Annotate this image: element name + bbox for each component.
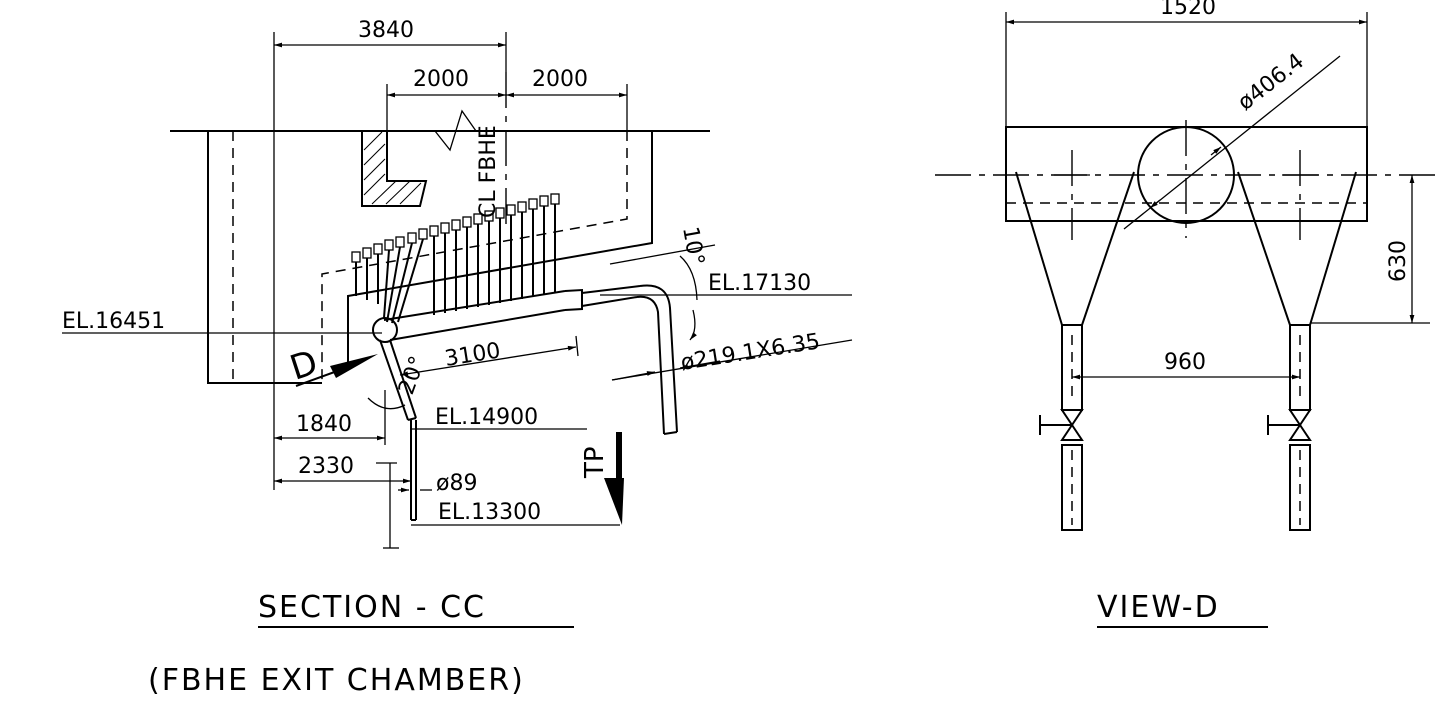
drain-pipe <box>379 339 417 521</box>
centerline-label: CL FBHE <box>476 125 501 218</box>
small-dia-label: ø89 <box>436 471 477 496</box>
tp-arrow <box>604 478 624 525</box>
dim-2000b: 2000 <box>532 67 588 92</box>
dia-406-label: ø406.4 <box>1233 49 1309 116</box>
angle-10-arc <box>679 255 698 301</box>
dim-1520: 1520 <box>1160 0 1216 20</box>
nozzle-array <box>351 193 560 324</box>
header-pipe <box>372 284 678 435</box>
pipe-circle <box>1137 126 1235 224</box>
angle-20-arc <box>367 397 406 410</box>
dim-2330: 2330 <box>298 454 354 479</box>
tp-label: TP <box>580 446 610 479</box>
dim-630: 630 <box>1386 240 1411 282</box>
hatching <box>363 131 422 205</box>
header-end-circle <box>372 317 398 343</box>
right-chamber-dash <box>321 131 628 383</box>
dim-line-3100 <box>399 345 577 377</box>
dim-2000a: 2000 <box>413 67 469 92</box>
view-d-title: VIEW-D <box>1097 590 1220 625</box>
left-chamber-wall <box>207 131 322 384</box>
dim-960: 960 <box>1164 350 1206 375</box>
right-hopper <box>1237 150 1357 531</box>
section-cc: CL FBHE 3840 2000 2000 <box>62 18 853 698</box>
dim-3100: 3100 <box>443 338 502 371</box>
el16451-label: EL.16451 <box>62 309 165 334</box>
dim-1840: 1840 <box>296 412 352 437</box>
el17130-label: EL.17130 <box>708 271 811 296</box>
view-d: 1520 ø406.4 <box>935 0 1436 628</box>
view-d-marker: D <box>285 343 322 389</box>
section-title: SECTION - CC <box>258 590 486 625</box>
left-hopper <box>1015 150 1135 531</box>
section-subtitle: (FBHE EXIT CHAMBER) <box>148 663 525 698</box>
break-symbol <box>434 109 477 152</box>
pipe-dia-label: ø219.1X6.35 <box>679 329 822 376</box>
dim-3840: 3840 <box>358 18 414 43</box>
view-d-arrow <box>330 354 378 378</box>
el13300-label: EL.13300 <box>438 500 541 525</box>
el14900-label: EL.14900 <box>435 405 538 430</box>
angle-10-label: 10° <box>677 225 708 268</box>
angle-20-label: 20° <box>394 353 431 398</box>
